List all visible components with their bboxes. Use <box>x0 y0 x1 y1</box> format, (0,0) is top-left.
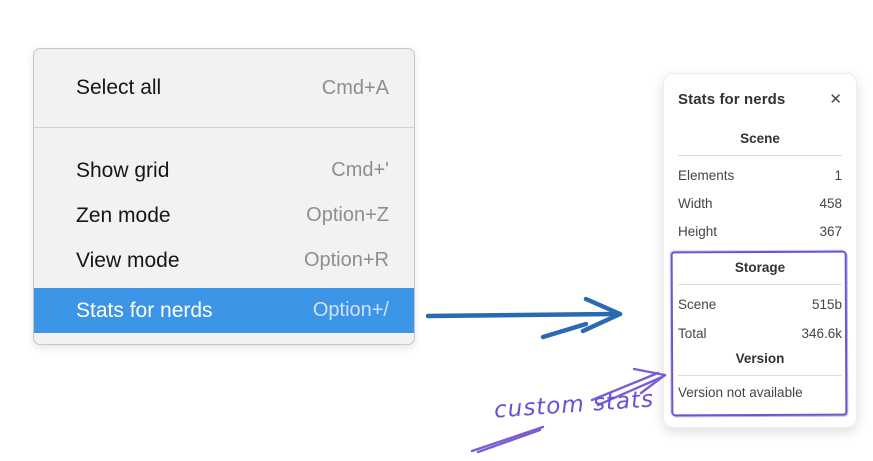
menu-item-label: Stats for nerds <box>76 298 213 322</box>
stat-label: Scene <box>678 297 717 312</box>
menu-divider <box>34 127 414 128</box>
menu-item-label: View mode <box>76 248 180 272</box>
stat-label: Width <box>678 195 713 211</box>
menu-item-stats-for-nerds[interactable]: Stats for nerds Option+/ <box>34 288 414 333</box>
stat-row-height: Height 367 <box>678 217 842 245</box>
stats-panel-title: Stats for nerds <box>678 90 786 108</box>
menu-item-zen-mode[interactable]: Zen mode Option+Z <box>34 193 414 238</box>
section-heading-version: Version <box>735 351 785 366</box>
stats-panel: Stats for nerds ✕ Scene Elements 1 Width… <box>663 73 857 428</box>
version-note: Version not available <box>678 385 803 400</box>
menu-item-select-all[interactable]: Select all Cmd+A <box>34 49 414 127</box>
section-divider <box>678 375 842 376</box>
menu-item-shortcut: Cmd+' <box>331 159 389 181</box>
stat-value: 458 <box>819 195 842 211</box>
section-heading-storage: Storage <box>734 260 786 275</box>
close-icon: ✕ <box>829 90 842 108</box>
annotation-label: custom stats <box>493 386 655 424</box>
menu-item-view-mode[interactable]: View mode Option+R <box>34 238 414 283</box>
context-menu: Select all Cmd+A Show grid Cmd+' Zen mod… <box>33 48 415 345</box>
stats-panel-header: Stats for nerds ✕ <box>678 86 842 112</box>
stat-row-total-storage: Total 346.6k <box>678 319 842 348</box>
blue-arrow <box>425 296 623 340</box>
menu-item-shortcut: Option+Z <box>306 204 389 226</box>
close-button[interactable]: ✕ <box>829 92 842 107</box>
stat-row-width: Width 458 <box>678 189 842 217</box>
stat-label: Elements <box>678 167 735 183</box>
menu-item-shortcut: Option+R <box>303 249 389 271</box>
menu-item-show-grid[interactable]: Show grid Cmd+' <box>34 148 414 193</box>
section-divider <box>678 284 842 285</box>
stat-row-scene-storage: Scene 515b <box>678 290 842 319</box>
menu-item-label: Zen mode <box>76 203 171 227</box>
stat-label: Total <box>678 326 707 341</box>
menu-item-label: Show grid <box>76 158 170 182</box>
section-heading-scene: Scene <box>740 131 780 146</box>
stat-value: 515b <box>811 297 842 312</box>
stat-row-elements: Elements 1 <box>678 161 842 189</box>
stat-label: Height <box>678 223 718 239</box>
section-divider <box>678 155 842 156</box>
stat-value: 346.6k <box>801 326 842 341</box>
menu-group-padding <box>34 128 414 148</box>
stat-value: 1 <box>834 167 842 183</box>
menu-item-shortcut: Cmd+A <box>321 76 389 99</box>
menu-item-label: Select all <box>76 76 162 99</box>
menu-item-shortcut: Option+/ <box>312 299 389 321</box>
stat-value: 367 <box>819 223 842 239</box>
